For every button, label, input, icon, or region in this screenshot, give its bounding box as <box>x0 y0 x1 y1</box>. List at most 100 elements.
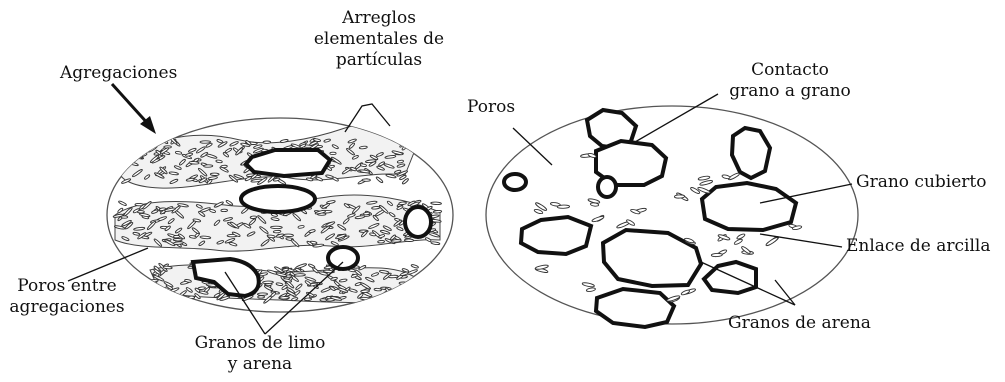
clay-particle <box>148 290 160 294</box>
clay-particle <box>270 226 282 229</box>
clay-particle <box>127 144 137 149</box>
clay-bridge-particle <box>586 287 596 292</box>
label-granos-arena: Granos de arena <box>728 313 871 334</box>
clay-particle <box>273 230 281 233</box>
clay-particle <box>400 289 409 297</box>
clay-particle <box>400 292 409 300</box>
sand-grain <box>598 177 616 197</box>
clay-particle <box>136 151 143 158</box>
sand-grain <box>521 217 591 254</box>
silt-grain-top <box>246 150 330 176</box>
silt-grain-center <box>241 186 315 212</box>
clay-particle <box>173 238 182 241</box>
clay-particle <box>200 141 211 144</box>
clay-particle <box>172 297 183 301</box>
right-soil-outline <box>486 106 858 324</box>
clay-particle <box>118 200 127 206</box>
label-poros-entre-line1: Poros entre <box>2 276 132 297</box>
label-poros-entre-line2: agregaciones <box>2 297 132 318</box>
clay-particle <box>221 209 228 212</box>
clay-particle <box>404 292 411 297</box>
clay-bridge-particle <box>557 205 570 209</box>
clay-bridge-particle <box>588 198 600 204</box>
label-enlace-arcilla: Enlace de arcilla <box>846 236 991 257</box>
clay-bridge-particle <box>699 180 713 187</box>
clay-bridge-particle <box>722 174 731 179</box>
clay-particle <box>149 283 159 289</box>
clay-particle <box>142 145 149 148</box>
clay-particle <box>388 275 398 278</box>
sand-grain <box>702 183 796 230</box>
leader-poros <box>513 128 552 165</box>
clay-particle <box>167 293 177 297</box>
label-poros-entre: Poros entre agregaciones <box>2 276 132 318</box>
clay-particle <box>362 179 370 181</box>
clay-particle <box>403 138 410 142</box>
label-granos-limo-line1: Granos de limo <box>180 333 340 354</box>
sand-grain <box>596 289 674 327</box>
clay-particle <box>399 139 409 148</box>
clay-particle <box>189 161 199 164</box>
clay-particle <box>280 296 290 299</box>
clay-particle <box>431 202 442 205</box>
clay-particle <box>320 299 327 302</box>
clay-particle <box>330 152 336 154</box>
sand-grains <box>504 110 796 327</box>
sand-grain <box>504 174 526 190</box>
label-arreglos-line1: Arreglos <box>299 8 459 29</box>
clay-particle <box>151 290 158 296</box>
clay-particle <box>137 149 146 152</box>
clay-particle <box>404 239 413 242</box>
clay-particle <box>154 296 166 299</box>
clay-particle <box>294 274 305 277</box>
clay-particle <box>145 144 152 148</box>
label-poros: Poros <box>467 97 515 118</box>
clay-bridge-particle <box>582 282 595 288</box>
clay-bridge-particle <box>765 237 778 247</box>
clay-particle <box>127 152 137 157</box>
clay-particle <box>374 288 382 291</box>
label-granos-limo: Granos de limo y arena <box>180 333 340 375</box>
clay-particle <box>376 176 384 183</box>
label-grano-cubierto: Grano cubierto <box>856 172 986 193</box>
label-arreglos-line3: partículas <box>299 50 459 71</box>
right-soil-diagram <box>486 94 858 327</box>
sand-grain <box>732 128 770 178</box>
label-contacto: Contacto grano a grano <box>695 60 885 102</box>
clay-particle <box>411 264 419 269</box>
arrow-agregaciones <box>112 84 150 126</box>
label-agregaciones: Agregaciones <box>60 63 177 84</box>
clay-bridge-particle <box>681 289 691 296</box>
label-contacto-line2: grano a grano <box>695 81 885 102</box>
silt-grain-bottom-right <box>328 247 358 269</box>
clay-particle <box>263 281 274 284</box>
clay-particle <box>394 297 403 301</box>
clay-particle <box>258 296 265 299</box>
label-contacto-line1: Contacto <box>695 60 885 81</box>
clay-particle <box>126 149 135 157</box>
clay-particle <box>399 202 407 205</box>
clay-particle <box>403 288 410 291</box>
clay-particle <box>125 148 132 152</box>
clay-bridge-particle <box>674 195 684 199</box>
clay-particle <box>250 216 257 219</box>
clay-particle <box>361 290 370 293</box>
clay-particle <box>204 165 213 168</box>
clay-particle <box>210 173 219 176</box>
clay-particle <box>378 240 385 243</box>
label-arreglos: Arreglos elementales de partículas <box>299 8 459 71</box>
clay-bridge-particle <box>711 253 722 257</box>
clay-particle <box>304 298 311 301</box>
clay-bridge-particle <box>535 264 549 270</box>
clay-particle <box>283 234 293 237</box>
clay-particle <box>257 293 267 296</box>
clay-particle <box>400 294 408 300</box>
clay-particle <box>151 292 159 300</box>
clay-particle <box>135 203 143 206</box>
sand-grain-right <box>405 207 431 237</box>
clay-bridge-particle <box>698 175 710 180</box>
clay-particle <box>263 141 271 144</box>
clay-particle <box>391 239 401 242</box>
clay-particle <box>431 241 440 245</box>
